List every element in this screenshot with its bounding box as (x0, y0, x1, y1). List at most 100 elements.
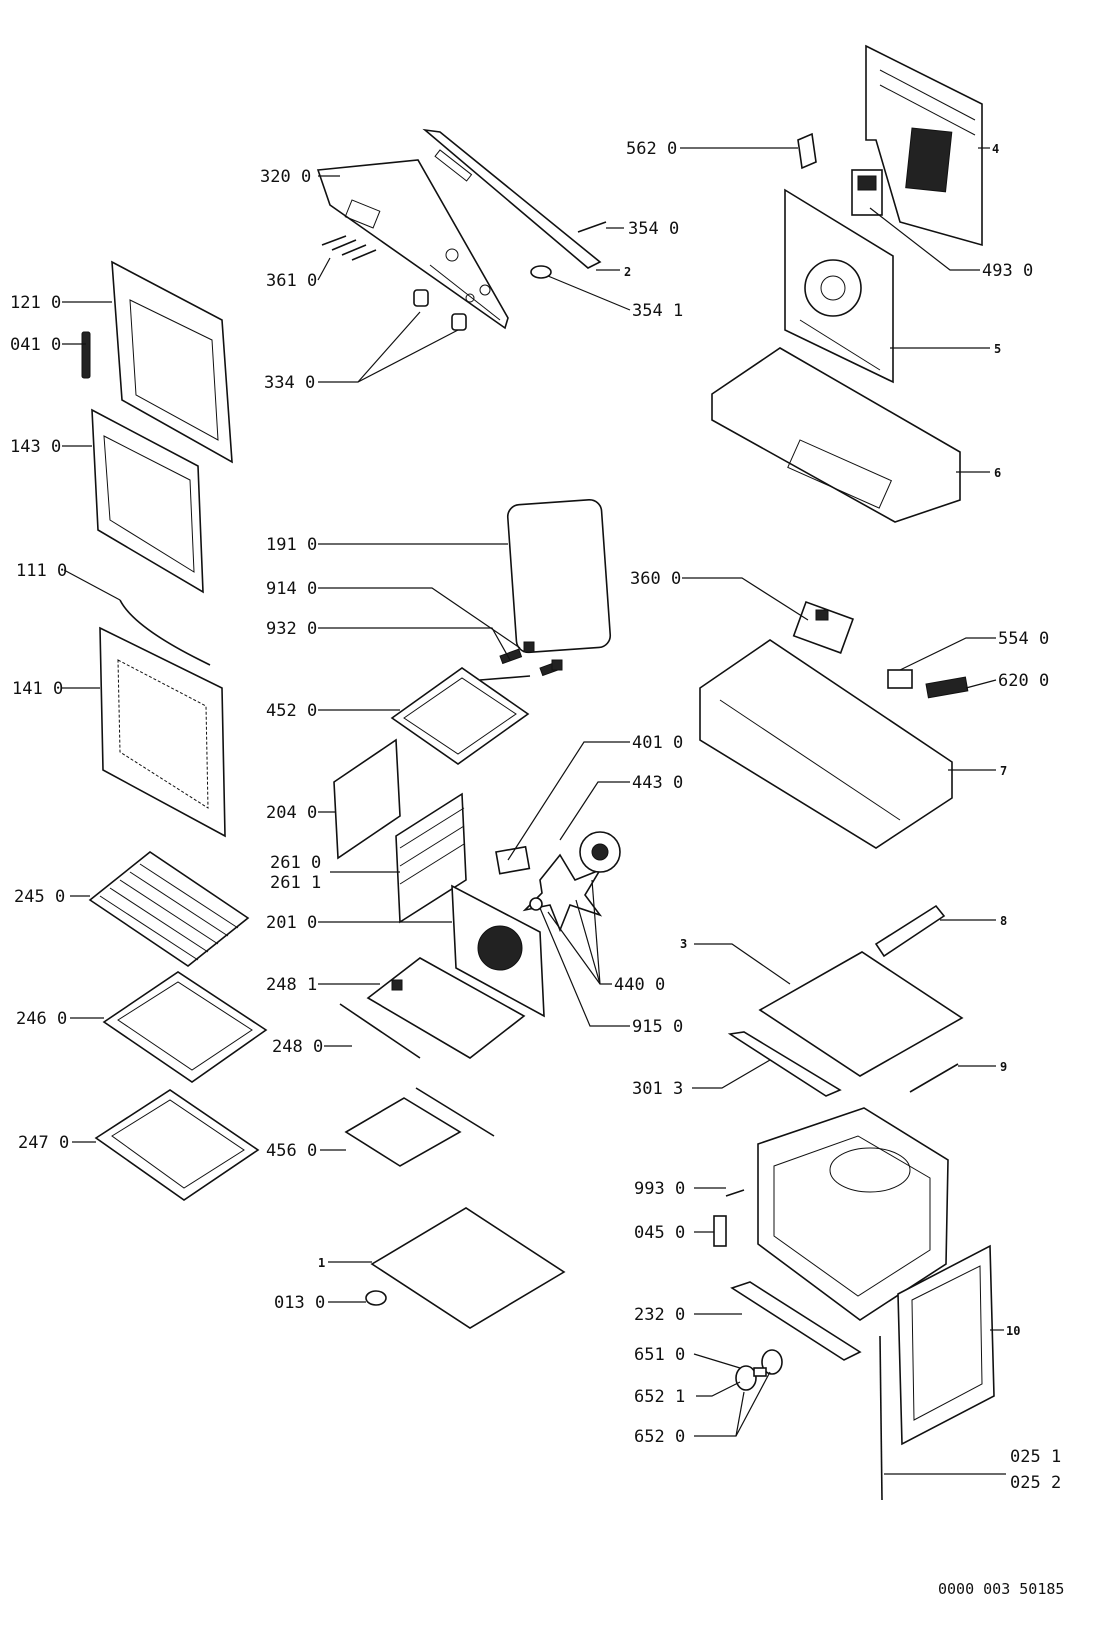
fan-motor-443 (579, 831, 621, 873)
trim-strip-025 (879, 1335, 883, 1501)
control-panel-fascia (316, 159, 509, 330)
oven-cavity (757, 1107, 949, 1321)
label-10: 10 (1006, 1324, 1020, 1338)
inner-glass-143 (91, 408, 204, 594)
clip-562 (797, 132, 817, 170)
label-247-0: 247 0 (18, 1133, 69, 1153)
label-456-0: 456 0 (266, 1141, 317, 1161)
outer-door-frame-121 (111, 260, 233, 464)
label-9: 9 (1000, 1060, 1007, 1074)
label-025-2: 025 2 (1010, 1473, 1061, 1493)
roasting-pan-247 (94, 1089, 260, 1201)
thermostat-401 (495, 845, 531, 875)
bottom-heating-tray-248 (339, 957, 526, 1059)
label-232-0: 232 0 (634, 1305, 685, 1325)
fan-rear-panel-5 (784, 188, 894, 384)
label-4: 4 (992, 142, 999, 156)
latch-045 (713, 1215, 727, 1247)
knob-651-652 (735, 1349, 783, 1391)
label-045-0: 045 0 (634, 1223, 685, 1243)
label-025-1: 025 1 (1010, 1447, 1061, 1467)
label-204-0: 204 0 (266, 803, 317, 823)
rear-cover-panel-4 (865, 44, 983, 247)
nut-915 (529, 897, 543, 911)
switch-block-360 (792, 600, 855, 654)
pin-354 (530, 221, 607, 279)
side-panel-10 (897, 1244, 995, 1446)
push-buttons (413, 289, 467, 331)
callout-labels: 320 0 361 0 334 0 354 0 354 1 2 562 0 4 … (10, 139, 1061, 1493)
label-201-0: 201 0 (266, 913, 317, 933)
control-panel-back-strip (422, 128, 602, 269)
side-bracket-204 (333, 738, 401, 860)
label-301-3: 301 3 (632, 1079, 683, 1099)
label-354-1: 354 1 (632, 301, 683, 321)
side-rail-301 (727, 1031, 842, 1097)
label-620-0: 620 0 (998, 671, 1049, 691)
glass-clip-111 (119, 599, 211, 666)
label-562-0: 562 0 (626, 139, 677, 159)
label-041-0: 041 0 (10, 335, 61, 355)
baking-tray-246 (102, 971, 268, 1083)
label-7: 7 (1000, 764, 1007, 778)
screw-993 (725, 1189, 745, 1197)
label-652-1: 652 1 (634, 1387, 685, 1407)
label-111-0: 111 0 (16, 561, 67, 581)
label-932-0: 932 0 (266, 619, 317, 639)
knob-shafts (321, 235, 377, 261)
label-248-1: 248 1 (266, 975, 317, 995)
leader-lines (62, 147, 1006, 1475)
label-651-0: 651 0 (634, 1345, 685, 1365)
label-915-0: 915 0 (632, 1017, 683, 1037)
control-tray-7 (699, 639, 953, 849)
spring-914-932 (499, 641, 563, 677)
label-191-0: 191 0 (266, 535, 317, 555)
label-245-0: 245 0 (14, 887, 65, 907)
label-361-0: 361 0 (266, 271, 317, 291)
label-914-0: 914 0 (266, 579, 317, 599)
fan-blade-440 (522, 853, 603, 933)
label-246-0: 246 0 (16, 1009, 67, 1029)
label-554-0: 554 0 (998, 629, 1049, 649)
shelf-runner-261 (395, 792, 467, 924)
label-248-0: 248 0 (272, 1037, 323, 1057)
label-452-0: 452 0 (266, 701, 317, 721)
label-5: 5 (994, 342, 1001, 356)
grill-element-452 (390, 667, 531, 765)
top-panel-3 (758, 951, 964, 1077)
label-443-0: 443 0 (632, 773, 683, 793)
label-354-0: 354 0 (628, 219, 679, 239)
label-440-0: 440 0 (614, 975, 665, 995)
label-3: 3 (680, 937, 687, 951)
fan-cover-201 (451, 884, 545, 1018)
terminal-block-620 (925, 676, 969, 699)
top-cover-panel-6 (711, 347, 961, 523)
drawing-reference-number: 0000 003 50185 (938, 1580, 1064, 1598)
label-334-0: 334 0 (264, 373, 315, 393)
label-8: 8 (1000, 914, 1007, 928)
base-plate-1 (370, 1207, 566, 1329)
label-013-0: 013 0 (274, 1293, 325, 1313)
label-261-1: 261 1 (270, 873, 321, 893)
label-143-0: 143 0 (10, 437, 61, 457)
lower-element-456 (344, 1087, 495, 1167)
label-493-0: 493 0 (982, 261, 1033, 281)
label-121-0: 121 0 (10, 293, 61, 313)
label-320-0: 320 0 (260, 167, 311, 187)
rail-9 (909, 1063, 959, 1093)
label-993-0: 993 0 (634, 1179, 685, 1199)
label-6: 6 (994, 466, 1001, 480)
label-2: 2 (624, 265, 631, 279)
wire-shelf-245 (88, 851, 250, 967)
foot-013 (365, 1290, 387, 1306)
label-652-0: 652 0 (634, 1427, 685, 1447)
label-401-0: 401 0 (632, 733, 683, 753)
door-outer-glass-141 (99, 626, 226, 838)
label-360-0: 360 0 (630, 569, 681, 589)
bottom-trim-232 (730, 1281, 862, 1361)
switch-554 (887, 669, 913, 689)
door-hinge-041 (81, 331, 91, 379)
label-261-0: 261 0 (270, 853, 321, 873)
relay-493 (851, 169, 883, 216)
